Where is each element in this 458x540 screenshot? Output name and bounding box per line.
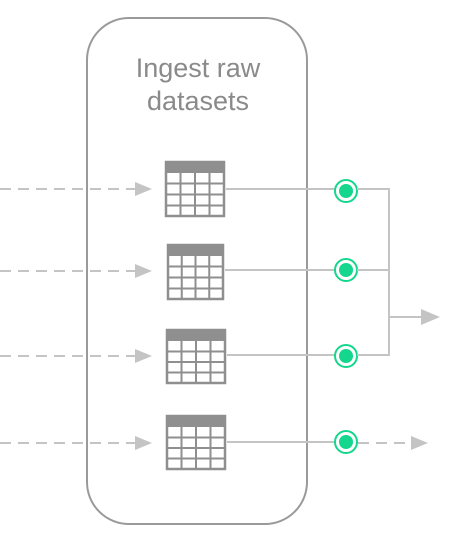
input-arrowhead xyxy=(135,264,152,278)
merge-arrowhead xyxy=(421,309,440,325)
output-node xyxy=(334,430,358,454)
dataset-row-4 xyxy=(0,414,428,471)
dataset-row-1 xyxy=(0,160,389,218)
table-icon xyxy=(166,243,225,301)
input-arrowhead xyxy=(135,182,152,196)
dataset-row-2 xyxy=(0,243,389,301)
stage-title: Ingest raw datasets xyxy=(90,52,306,118)
input-arrowhead xyxy=(135,436,152,450)
input-arrowhead xyxy=(135,349,152,363)
output-arrowhead xyxy=(411,436,428,450)
table-icon xyxy=(165,414,227,471)
output-node xyxy=(334,258,358,282)
stage-title-line-2: datasets xyxy=(146,86,250,116)
dataset-row-3 xyxy=(0,328,389,385)
stage-title-line-1: Ingest raw xyxy=(135,53,261,83)
output-node xyxy=(334,179,358,203)
output-node xyxy=(334,344,358,368)
table-icon xyxy=(165,328,227,385)
table-icon xyxy=(164,160,226,218)
merge-bus xyxy=(388,188,440,356)
